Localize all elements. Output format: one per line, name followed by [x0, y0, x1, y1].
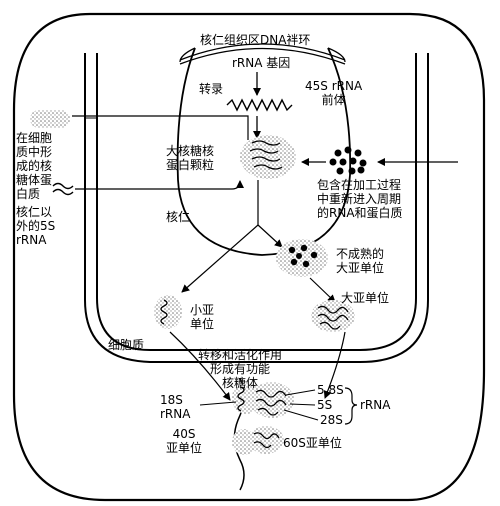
cytoplasmic-ribosomal-proteins — [30, 110, 70, 128]
nuclear-envelope-inner — [96, 53, 417, 351]
label-18s-rrna: 18S rRNA — [160, 393, 191, 421]
nucleolus-boundary — [176, 47, 352, 256]
label-rrna-group: rRNA — [360, 398, 391, 412]
label-large-subunit: 大亚单位 — [341, 291, 390, 305]
label-rrna-gene: rRNA 基因 — [232, 56, 291, 70]
rrna-brace — [344, 387, 358, 425]
recycled-rna-protein-dots — [329, 146, 367, 175]
nuclear-envelope-outer — [84, 53, 429, 363]
arrow-large-to-cytoplasm — [323, 331, 346, 399]
leader-28s — [283, 409, 319, 421]
label-45s-precursor: 45S rRNA 前体 — [305, 79, 363, 107]
arrow-small-to-cytoplasm — [169, 331, 231, 401]
leader-58s — [285, 389, 316, 396]
label-cytoplasmic-ribosomal-proteins: 在细胞 质中形 成的核 糖体蛋 白质 — [16, 131, 53, 201]
cell-membrane — [12, 12, 486, 502]
large-rnp-particle — [240, 135, 296, 179]
label-cytoplasm: 细胞质 — [108, 338, 145, 352]
immature-large-subunit-blob — [276, 239, 328, 277]
small-subunit-blob — [154, 295, 182, 329]
arrow-to-small-subunit — [181, 224, 259, 293]
label-60s-subunit: 60S亚单位 — [283, 436, 342, 450]
ribosome-lower-large — [248, 426, 284, 454]
precursor-45s-zigzag — [226, 98, 293, 112]
label-small-subunit: 小亚 单位 — [190, 303, 215, 331]
label-5s-rrna-outside: 核仁以 外的5S rRNA — [16, 205, 56, 247]
arrow-to-immature-large — [257, 224, 283, 248]
import-line-proteins — [72, 115, 249, 140]
label-immature-large-subunit: 不成熟的 大亚单位 — [336, 247, 385, 275]
leader-18s — [199, 401, 237, 406]
label-5-8s: 5.8S — [317, 383, 344, 397]
label-28s: 28S — [320, 413, 343, 427]
label-transport-activation: 转移和活化作用 形成有功能 核糖体 — [198, 348, 283, 390]
label-40s-subunit: 40S 亚单位 — [166, 427, 203, 455]
leader-5s — [289, 403, 316, 406]
label-5s: 5S — [317, 398, 333, 412]
label-large-rnp: 大核糖核 蛋白颗粒 — [166, 144, 215, 172]
arrow-to-large-subunit — [309, 277, 336, 303]
label-nucleolar-organizer: 核仁组织区DNA袢环 — [200, 33, 311, 47]
rrna-5s-glyph — [52, 182, 74, 196]
label-reentering-rna-protein: 包含在加工过程 中重新进入周期 的RNA和蛋白质 — [317, 178, 403, 220]
dna-loop — [179, 43, 346, 61]
import-line-5s — [75, 180, 244, 190]
label-transcription: 转录 — [199, 82, 224, 96]
label-nucleolus: 核仁 — [166, 210, 191, 224]
